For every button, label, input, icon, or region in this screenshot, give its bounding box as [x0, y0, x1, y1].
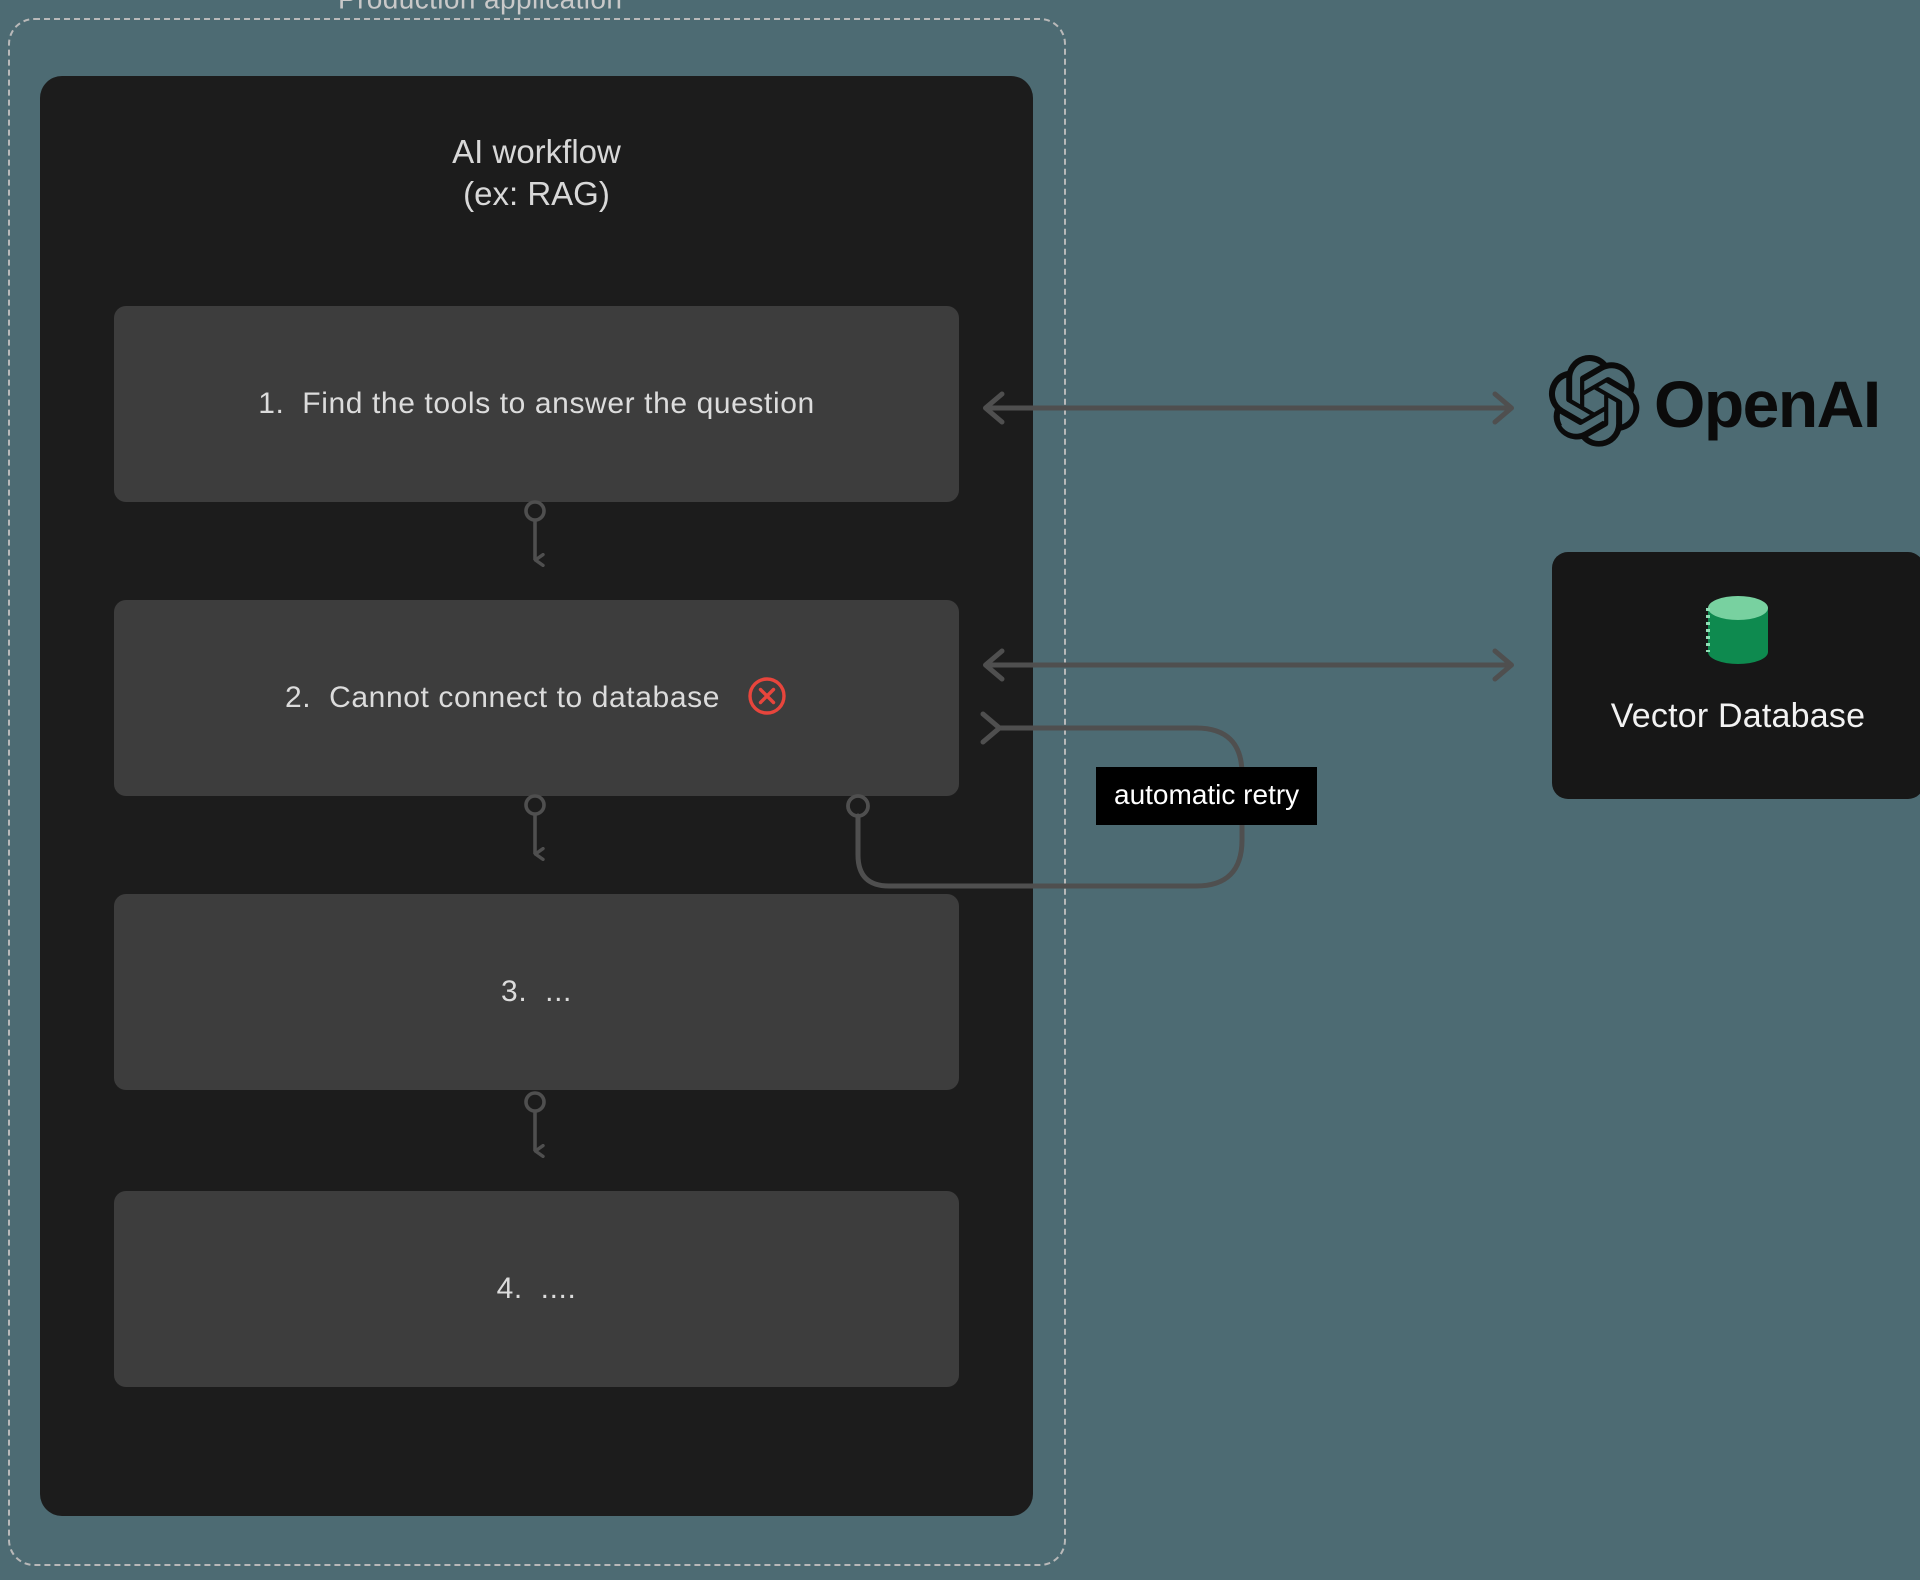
workflow-step-2[interactable]: 2. Cannot connect to database	[114, 600, 959, 796]
error-circle-x-icon	[746, 675, 788, 722]
openai-service-node: OpenAI	[1548, 355, 1881, 452]
workflow-step-1-label: 1. Find the tools to answer the question	[258, 387, 815, 420]
openai-wordmark-label: OpenAI	[1654, 366, 1881, 441]
workflow-step-1-content: 1. Find the tools to answer the question	[258, 387, 815, 421]
workflow-step-2-label: 2. Cannot connect to database	[285, 681, 720, 714]
workflow-step-3[interactable]: 3. ...	[114, 894, 959, 1090]
workflow-step-4[interactable]: 4. ....	[114, 1191, 959, 1387]
vector-database-card: Vector Database	[1552, 552, 1920, 799]
vector-database-label: Vector Database	[1610, 697, 1866, 735]
automatic-retry-tag: automatic retry	[1096, 767, 1318, 825]
database-cylinder-icon	[1704, 592, 1772, 673]
workflow-step-3-label: 3. ...	[501, 975, 572, 1008]
production-application-label: Production application	[322, 0, 639, 16]
workflow-step-4-label: 4. ....	[496, 1272, 577, 1305]
workflow-step-2-content: 2. Cannot connect to database	[285, 675, 788, 722]
openai-knot-logo-icon	[1548, 355, 1640, 452]
ai-workflow-panel: AI workflow (ex: RAG) 1. Find the tools …	[40, 76, 1033, 1516]
workflow-step-4-content: 4. ....	[497, 1272, 577, 1306]
workflow-step-1[interactable]: 1. Find the tools to answer the question	[114, 306, 959, 502]
ai-workflow-title: AI workflow (ex: RAG)	[452, 133, 621, 213]
workflow-step-3-content: 3. ...	[501, 975, 572, 1009]
